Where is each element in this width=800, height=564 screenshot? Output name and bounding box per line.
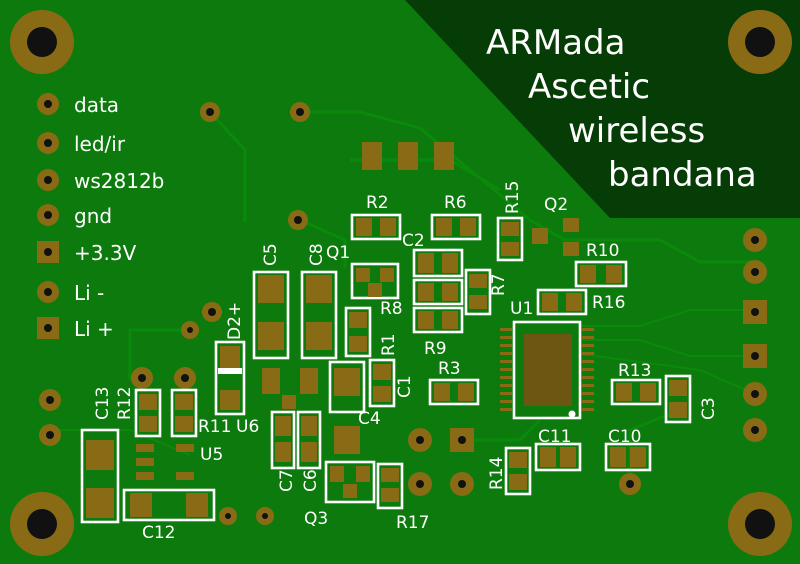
- label-c5: C5: [261, 243, 281, 266]
- pin-label-led-ir: led/ir: [74, 132, 126, 156]
- mounting-holes: [10, 10, 792, 556]
- label-c10: C10: [608, 427, 642, 447]
- pin-label-3v3: +3.3V: [74, 241, 137, 265]
- label-r12: R12: [115, 387, 135, 420]
- label-c3: C3: [699, 397, 719, 420]
- title-line-ascetic: Ascetic: [528, 67, 650, 107]
- label-q3: Q3: [304, 509, 328, 529]
- label-c13: C13: [93, 386, 113, 420]
- label-r3: R3: [438, 359, 461, 379]
- through-hole-pads: [39, 102, 641, 525]
- label-c12: C12: [142, 523, 176, 543]
- label-r6: R6: [444, 193, 467, 213]
- label-r16: R16: [592, 293, 625, 313]
- label-d2: D2+: [225, 302, 245, 340]
- pin-label-li-plus: Li +: [74, 317, 114, 341]
- label-c6: C6: [301, 469, 321, 492]
- label-r15: R15: [503, 181, 523, 214]
- smd-components: [80, 142, 692, 524]
- reference-designators: R2 R6 R15 Q2 C5 C8 Q1 C2 R10 R7 R8 U1 R1…: [93, 181, 719, 543]
- right-header-pins: [743, 228, 767, 442]
- label-r2: R2: [366, 193, 389, 213]
- label-r1: R1: [379, 333, 399, 356]
- label-c11: C11: [538, 427, 572, 447]
- pin-label-li-minus: Li -: [74, 281, 104, 305]
- label-q2: Q2: [544, 195, 568, 215]
- label-r10: R10: [586, 241, 619, 261]
- label-u5: U5: [200, 445, 223, 465]
- label-c1: C1: [395, 375, 415, 398]
- label-c2: C2: [402, 231, 425, 251]
- label-r14: R14: [487, 457, 507, 490]
- pin-label-data: data: [74, 93, 119, 117]
- traces: [40, 110, 760, 480]
- title-line-armada: ARMada: [486, 23, 625, 63]
- title-line-bandana: bandana: [608, 155, 757, 195]
- label-c7: C7: [277, 469, 297, 492]
- pin-labels: data led/ir ws2812b gnd +3.3V Li - Li +: [74, 93, 164, 341]
- label-r7: R7: [489, 273, 509, 296]
- label-u6: U6: [236, 417, 259, 437]
- pin-label-ws2812b: ws2812b: [74, 169, 164, 193]
- label-c8: C8: [307, 243, 327, 266]
- label-r13: R13: [618, 361, 651, 381]
- label-r9: R9: [424, 339, 447, 359]
- label-c4: C4: [358, 409, 381, 429]
- title-line-wireless: wireless: [568, 111, 705, 151]
- ground-cutout: [405, 0, 800, 218]
- board-title: ARMada Ascetic wireless bandana: [486, 23, 757, 195]
- label-r8: R8: [380, 299, 403, 319]
- label-q1: Q1: [326, 243, 350, 263]
- label-u1: U1: [510, 299, 533, 319]
- label-r11: R11: [198, 417, 231, 437]
- label-r17: R17: [396, 513, 429, 533]
- pin-label-gnd: gnd: [74, 204, 112, 228]
- left-header-pins: [37, 93, 59, 339]
